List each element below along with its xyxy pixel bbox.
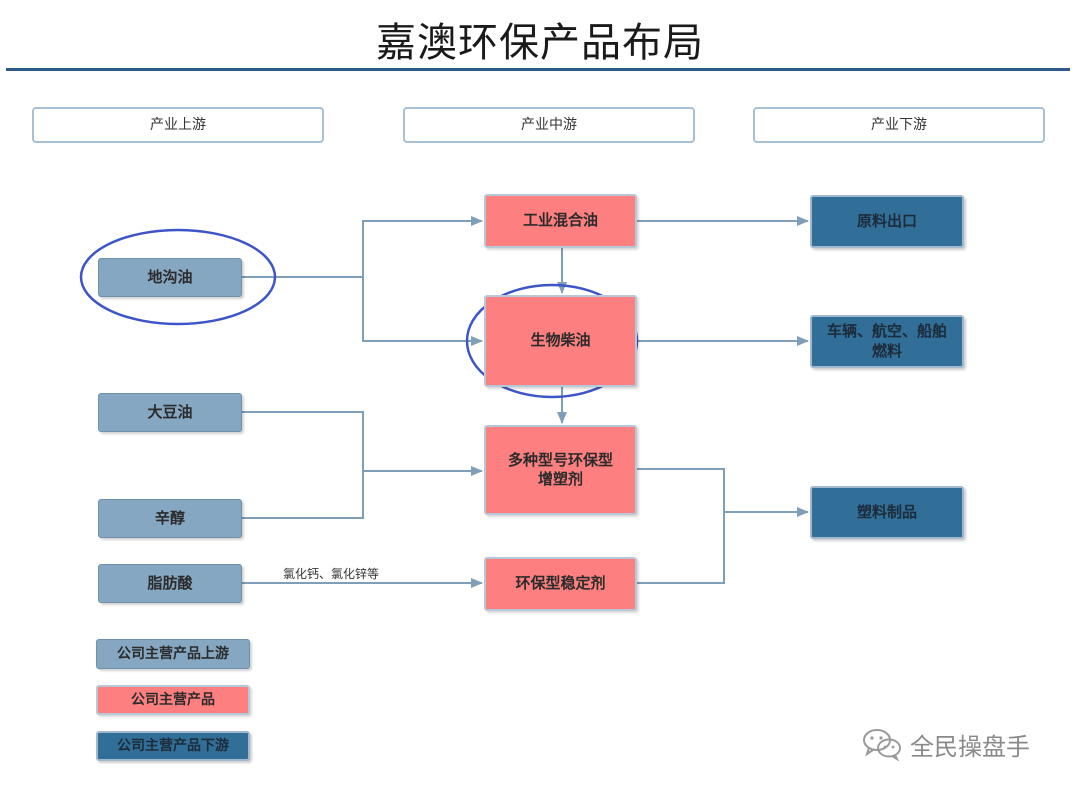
edge-gutter-oil-to-blend-oil: [242, 216, 483, 278]
title-divider: [6, 68, 1070, 71]
node-soybean-oil: 大豆油: [98, 393, 242, 432]
node-plastic-products: 塑料制品: [810, 486, 964, 539]
edge-plasticizer-to-plastics: [637, 468, 809, 517]
legend-product: 公司主营产品: [96, 685, 250, 715]
wechat-icon: [863, 729, 901, 761]
node-industrial-blend-oil: 工业混合油: [484, 194, 637, 248]
watermark: 全民操盘手: [862, 724, 1030, 764]
node-stabilizer: 环保型稳定剂: [484, 557, 637, 611]
edge-soybean-to-plasticizer: [242, 411, 483, 476]
edge-label-calcium-zinc-chloride: 氯化钙、氯化锌等: [283, 567, 380, 581]
header-midstream: 产业中游: [403, 107, 695, 143]
node-biodiesel: 生物柴油: [484, 295, 637, 387]
header-downstream: 产业下游: [753, 107, 1045, 143]
page-title: 嘉澳环保产品布局: [376, 20, 704, 66]
node-plasticizer: 多种型号环保型增塑剂: [484, 425, 637, 515]
edge-octanol-to-plasticizer: [242, 471, 364, 519]
node-vehicle-fuel: 车辆、航空、船舶燃料: [810, 315, 964, 368]
highlight-ellipse-biodiesel: [465, 283, 639, 399]
node-raw-export: 原料出口: [810, 195, 964, 248]
node-fatty-acid: 脂肪酸: [98, 564, 242, 603]
legend-downstream: 公司主营产品下游: [96, 731, 250, 761]
node-gutter-oil: 地沟油: [98, 258, 242, 297]
header-upstream: 产业上游: [32, 107, 324, 143]
edge-stabilizer-to-plastics: [637, 512, 725, 584]
edge-gutter-oil-to-biodiesel: [362, 277, 483, 346]
watermark-text: 全民操盘手: [910, 732, 1030, 761]
legend-upstream: 公司主营产品上游: [96, 639, 250, 669]
node-octanol: 辛醇: [98, 499, 242, 538]
highlight-ellipse-gutter-oil: [79, 228, 277, 326]
